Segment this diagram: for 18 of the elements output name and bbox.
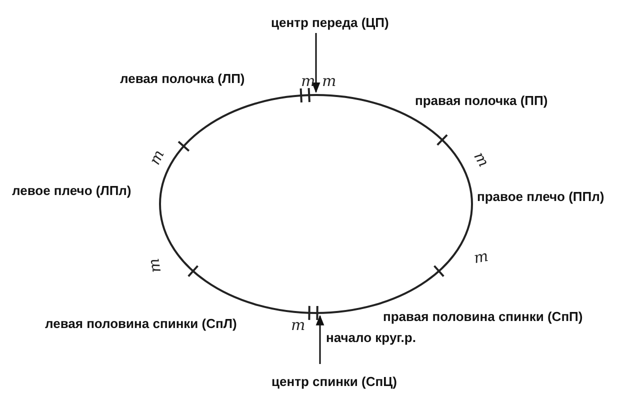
center-label: центр переда (ЦП) [271,15,389,30]
marker-letter: m [146,257,164,274]
part-label: левое плечо (ЛПл) [12,183,132,198]
center-label: центр спинки (СпЦ) [272,374,397,389]
arrow [312,33,320,94]
part-label: правая половина спинки (СпП) [383,309,583,324]
marker-letter: m [322,74,336,89]
marker-letter: m [301,74,316,89]
part-label: левая половина спинки (СпЛ) [45,316,237,331]
part-label: левая полочка (ЛП) [120,71,245,86]
arrow [316,314,324,364]
part-label: начало круг.р. [326,330,416,345]
marker-letter: m [291,318,306,333]
part-label: правое плечо (ППл) [477,189,604,204]
marker-letter: m [471,150,492,170]
marker-letter: m [472,248,490,266]
marker-letter: m [147,148,167,168]
part-label: правая полочка (ПП) [415,93,548,108]
